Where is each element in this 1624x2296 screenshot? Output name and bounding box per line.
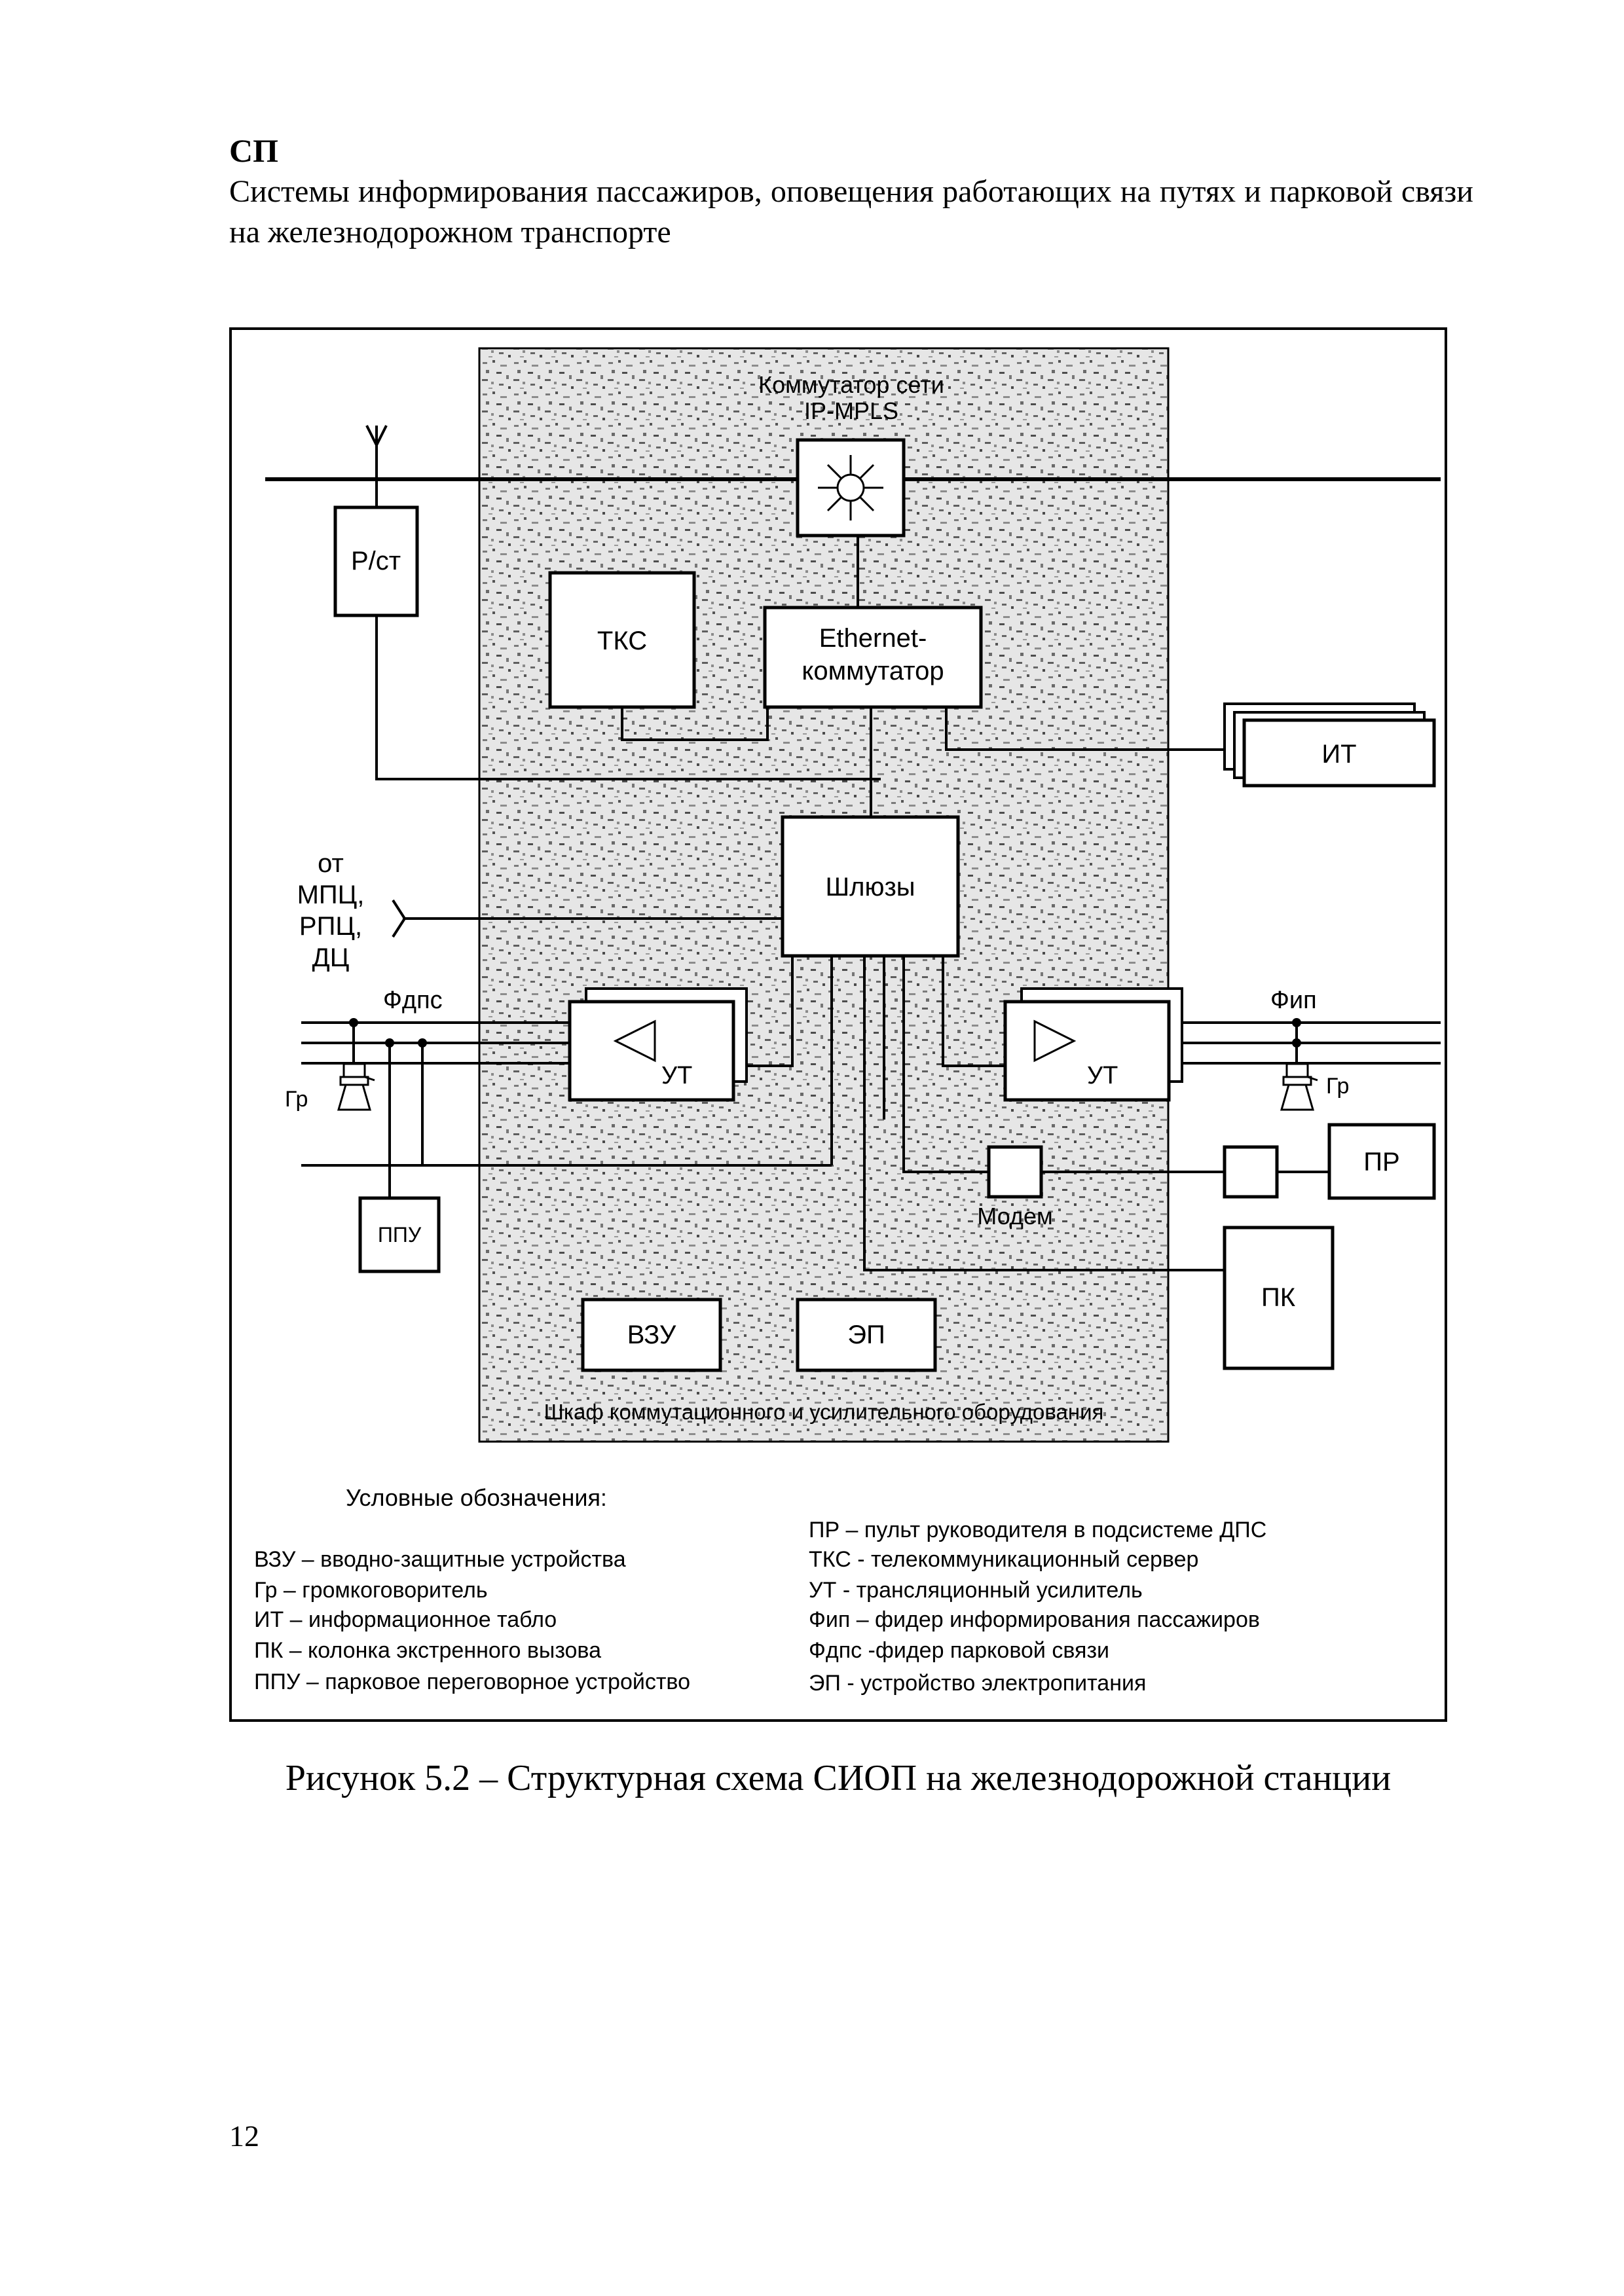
legend-left-item: Гр – громкоговоритель	[254, 1578, 488, 1603]
figure-frame	[229, 327, 1447, 1722]
legend-title: Условные обозначения:	[346, 1484, 607, 1511]
modem-label: Модем	[977, 1203, 1052, 1230]
switch-star-icon	[818, 455, 883, 520]
pk-box	[1223, 1226, 1335, 1370]
amplifier-left-label: УТ	[661, 1062, 692, 1089]
ethernet-label-line2: коммутатор	[802, 657, 944, 685]
radio-station-label: Р/ст	[351, 547, 401, 575]
amplifier-left	[568, 987, 748, 1102]
gateways-box	[781, 815, 960, 958]
ethernet-label-line1: Ethernet-	[819, 624, 927, 653]
figure-caption: Рисунок 5.2 – Структурная схема СИОП на …	[285, 1758, 1392, 1798]
document-code: СП	[229, 132, 278, 169]
from-label-line2: МПЦ,	[297, 881, 365, 909]
ep-label: ЭП	[847, 1321, 885, 1349]
structural-diagram: Коммутатор сети IP-MPLS ТКС Ethernet- ко…	[254, 347, 1441, 1696]
tks-box	[548, 571, 696, 709]
from-label-line3: РПЦ,	[299, 912, 362, 941]
junction-dots	[349, 1018, 1301, 1048]
modem-box-left	[987, 1145, 1043, 1199]
amplifier-right-label: УТ	[1087, 1062, 1118, 1089]
loudspeaker-right-label: Гр	[1326, 1074, 1349, 1099]
from-label-line4: ДЦ	[312, 943, 350, 972]
fdps-label: Фдпс	[383, 987, 443, 1014]
switch-label-line1: Коммутатор сети	[758, 371, 944, 398]
vzu-box	[581, 1298, 722, 1372]
radio-station-box	[333, 505, 419, 617]
gateways-label: Шлюзы	[825, 873, 915, 902]
tks-label: ТКС	[597, 627, 647, 655]
pk-label: ПК	[1261, 1283, 1296, 1312]
from-label-line1: от	[318, 849, 344, 878]
pr-box	[1327, 1123, 1436, 1200]
legend-right-item: ТКС - телекоммуникационный сервер	[809, 1547, 1198, 1572]
legend-left-item: ПК – колонка экстренного вызова	[254, 1638, 601, 1663]
legend-right-item: ПР – пульт руководителя в подсистеме ДПС	[809, 1518, 1266, 1542]
amplifier-right-triangle-icon	[1033, 1019, 1077, 1063]
vzu-label: ВЗУ	[627, 1321, 676, 1349]
legend-right-item: Фип – фидер информирования пассажиров	[809, 1607, 1260, 1632]
amplifier-left-triangle-icon	[613, 1019, 656, 1063]
ip-mpls-switch	[796, 438, 906, 538]
legend-left-item: ИТ – информационное табло	[254, 1607, 557, 1632]
pr-label: ПР	[1363, 1148, 1399, 1176]
cabinet-label: Шкаф коммутационного и усилительного обо…	[544, 1400, 1104, 1424]
ppu-box	[358, 1196, 441, 1273]
amplifier-right	[1003, 987, 1183, 1102]
loudspeaker-right-icon	[1280, 1063, 1318, 1111]
info-display-label: ИТ	[1321, 740, 1356, 769]
ep-box	[796, 1298, 937, 1372]
fip-label: Фип	[1270, 987, 1317, 1014]
loudspeaker-left-icon	[337, 1063, 375, 1111]
page-number: 12	[229, 2119, 259, 2153]
ethernet-switch-box	[763, 606, 983, 709]
loudspeaker-left-label: Гр	[285, 1087, 308, 1112]
legend-left-item: ВЗУ – вводно-защитные устройства	[254, 1547, 626, 1572]
document-title: Системы информирования пассажиров, опове…	[229, 174, 1473, 249]
legend-right-item: УТ - трансляционный усилитель	[809, 1578, 1143, 1603]
modem-box-right	[1223, 1145, 1279, 1199]
legend-right-item: ЭП - устройство электропитания	[809, 1671, 1146, 1696]
legend-right-item: Фдпс -фидер парковой связи	[809, 1638, 1109, 1663]
info-display-box	[1223, 702, 1436, 788]
ppu-label: ППУ	[378, 1223, 422, 1247]
switch-label-line2: IP-MPLS	[804, 397, 898, 424]
legend-left-item: ППУ – парковое переговорное устройство	[254, 1669, 690, 1694]
